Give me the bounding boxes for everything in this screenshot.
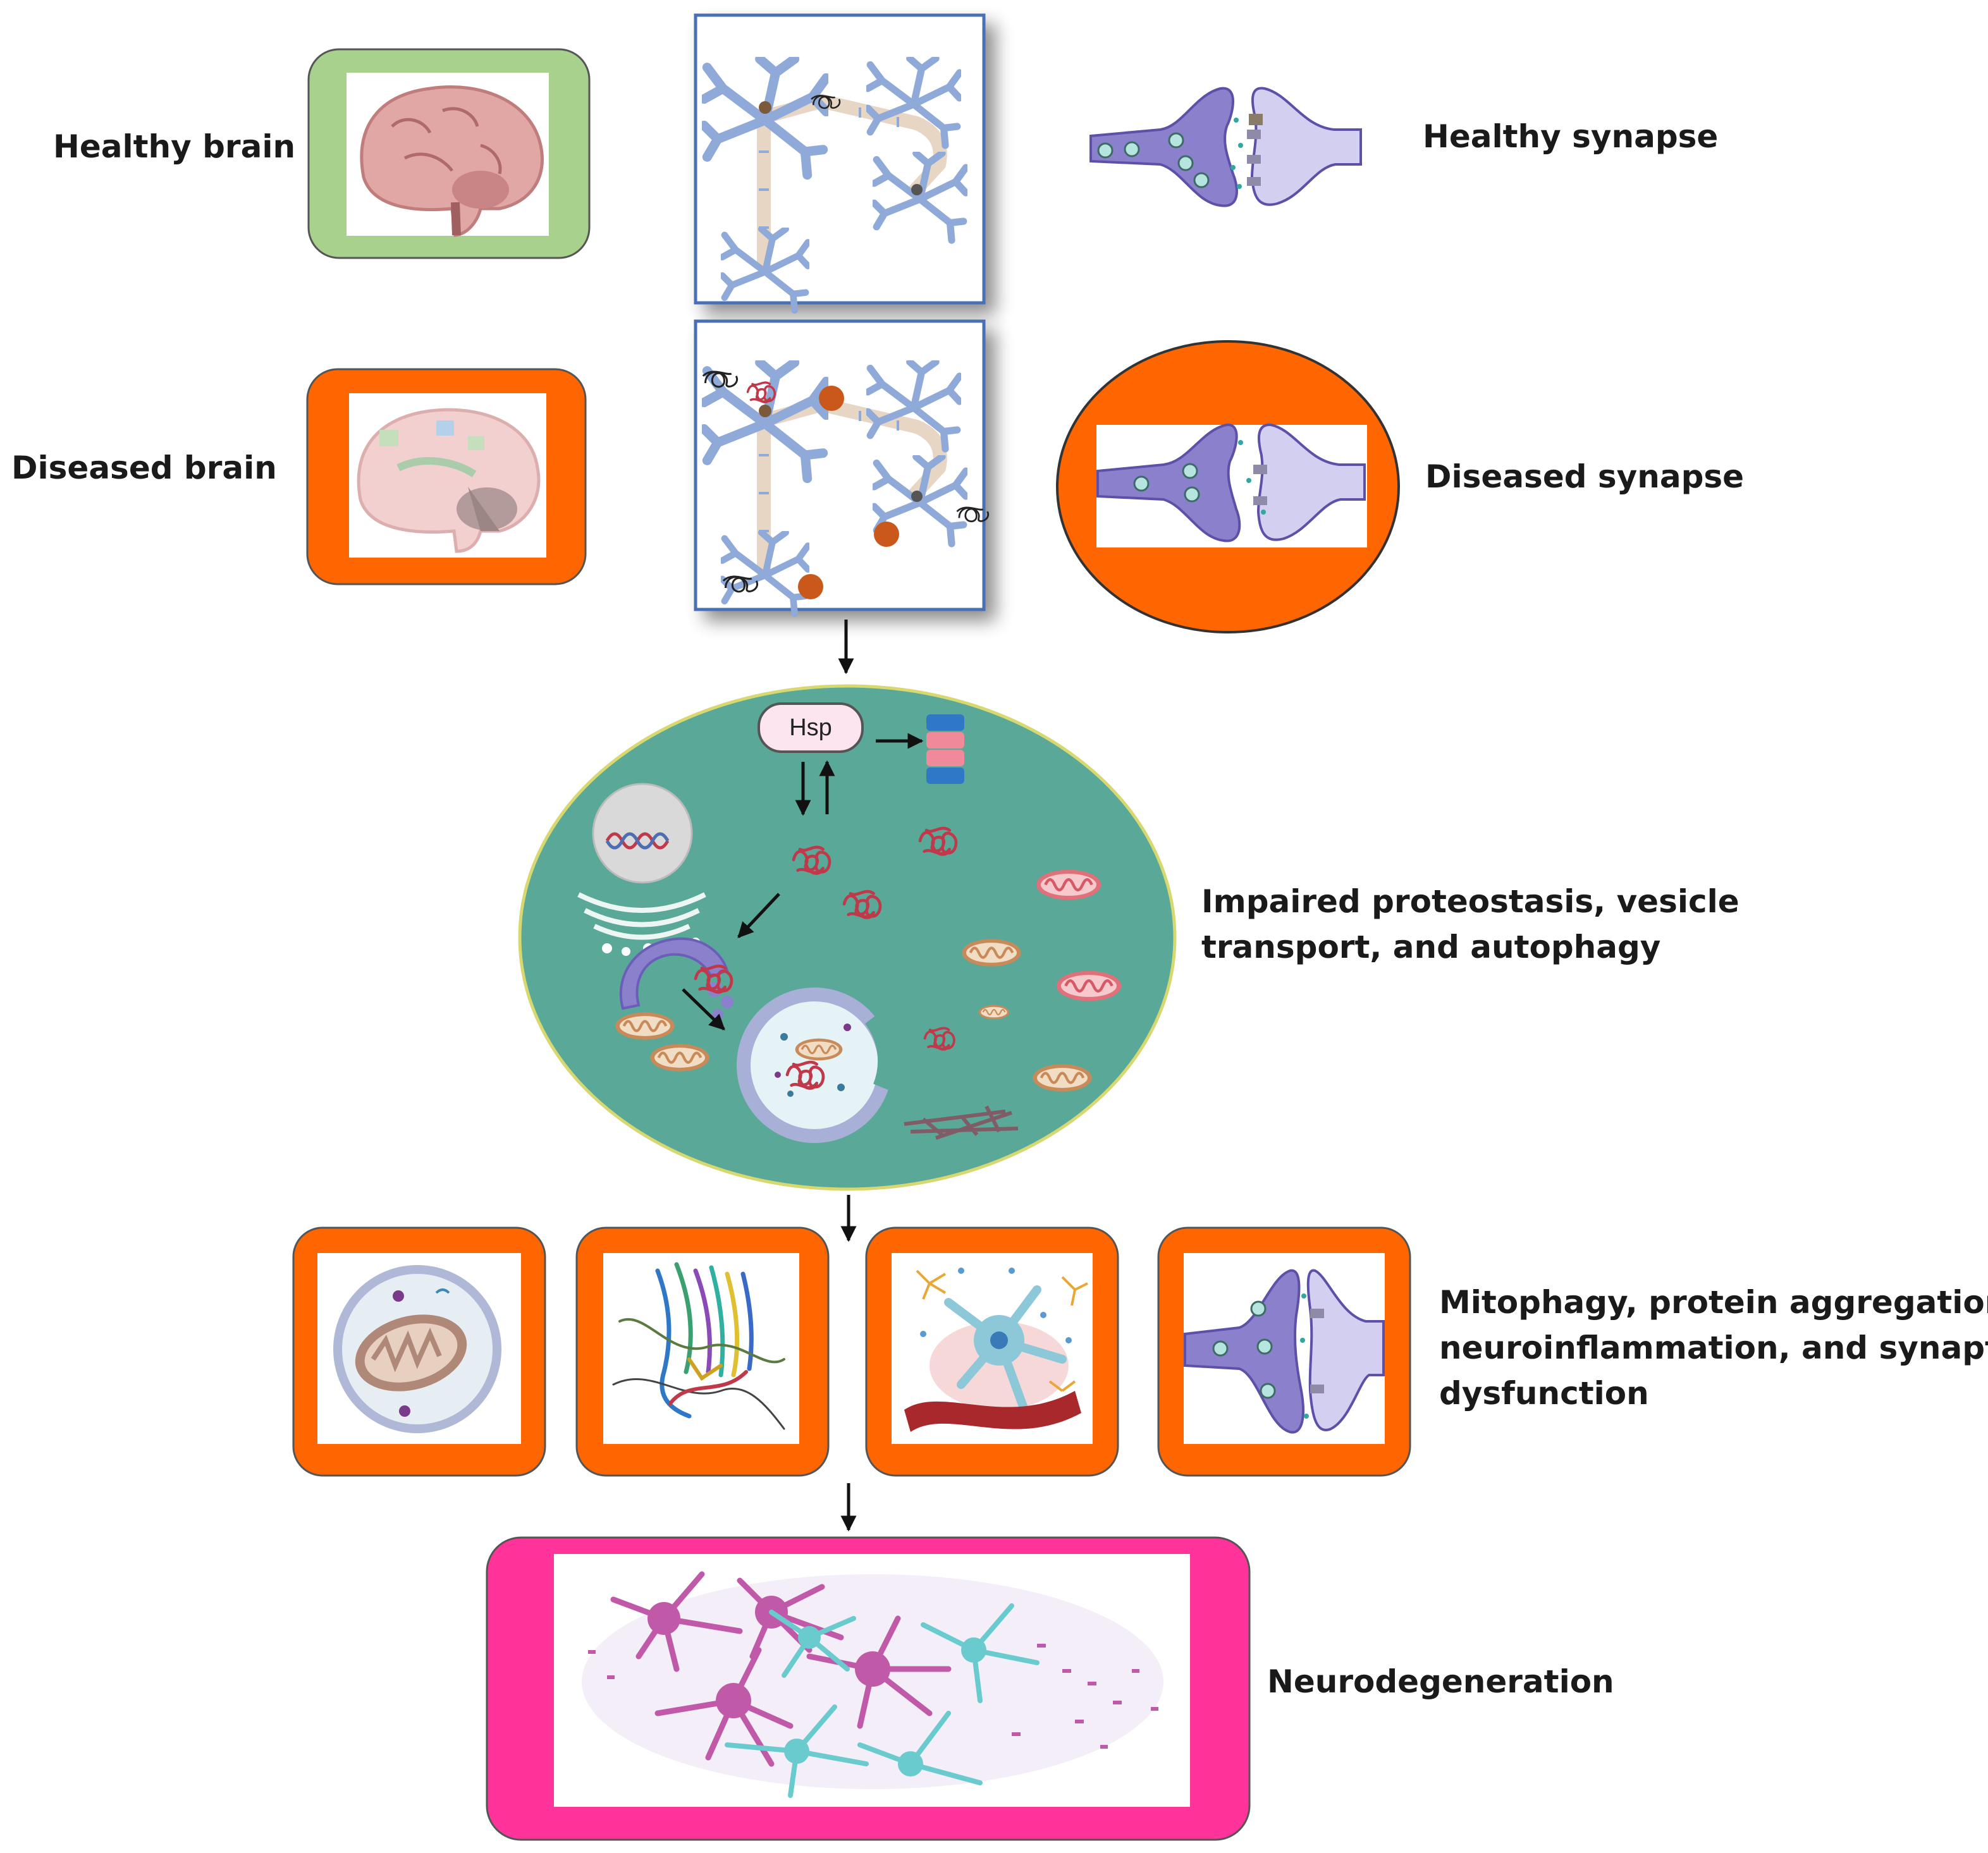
fibril-aggregate-icon [904, 1105, 1019, 1140]
consequences-label-line-2: neuroinflammation, and synaptic [1439, 1330, 1988, 1366]
healthy-neuron-panel [694, 13, 986, 310]
healthy-brain-panel [307, 48, 591, 259]
proteostasis-label: Impaired proteostasis, vesicle transport… [1201, 879, 1740, 970]
synapse-icon [1096, 423, 1366, 542]
diseased-brain-label: Diseased brain [11, 449, 277, 486]
neuroinflammation-icon [904, 1268, 1088, 1432]
neuron-icon [704, 59, 966, 310]
consequences-label: Mitophagy, protein aggregation, neuroinf… [1439, 1280, 1988, 1416]
consequences-label-line-3: dysfunction [1439, 1375, 1649, 1412]
hsp-label: Hsp [789, 714, 832, 741]
protein-aggregate-icon [612, 1262, 785, 1430]
synapse-icon [1089, 87, 1362, 207]
flow-arrow [682, 988, 725, 1030]
synaptic-dysfunction-panel [1157, 1226, 1411, 1477]
degenerating-neurons-icon [582, 1571, 1163, 1798]
consequences-label-line-1: Mitophagy, protein aggregation, [1439, 1284, 1988, 1321]
brain-sagittal-icon [357, 408, 541, 553]
neuroinflammation-panel [865, 1226, 1119, 1477]
synapse-icon [1184, 1269, 1385, 1434]
healthy-brain-label: Healthy brain [53, 128, 296, 165]
proteostasis-label-line-1: Impaired proteostasis, vesicle [1201, 883, 1740, 920]
diseased-brain-panel [306, 368, 587, 585]
diseased-synapse-panel [1056, 340, 1400, 633]
diseased-synapse-label: Diseased synapse [1425, 458, 1745, 495]
healthy-synapse-label: Healthy synapse [1423, 118, 1719, 155]
neurodegeneration-panel [486, 1536, 1251, 1841]
brain-sagittal-icon [360, 85, 544, 237]
proteasome-icon [926, 714, 964, 784]
diseased-neuron-panel [694, 319, 990, 614]
cell-proteostasis-diagram: Hsp [518, 684, 1177, 1191]
neuron-icon [703, 362, 990, 614]
protein-aggregation-panel [575, 1226, 830, 1477]
mitochondrion-icon [333, 1265, 501, 1433]
proteostasis-label-line-2: transport, and autophagy [1201, 929, 1661, 965]
autophagosome-icon [737, 988, 897, 1143]
neurodegeneration-label: Neurodegeneration [1267, 1663, 1614, 1700]
flow-arrow [737, 893, 780, 938]
mitophagy-panel [292, 1226, 546, 1477]
hsp-box [758, 702, 864, 753]
